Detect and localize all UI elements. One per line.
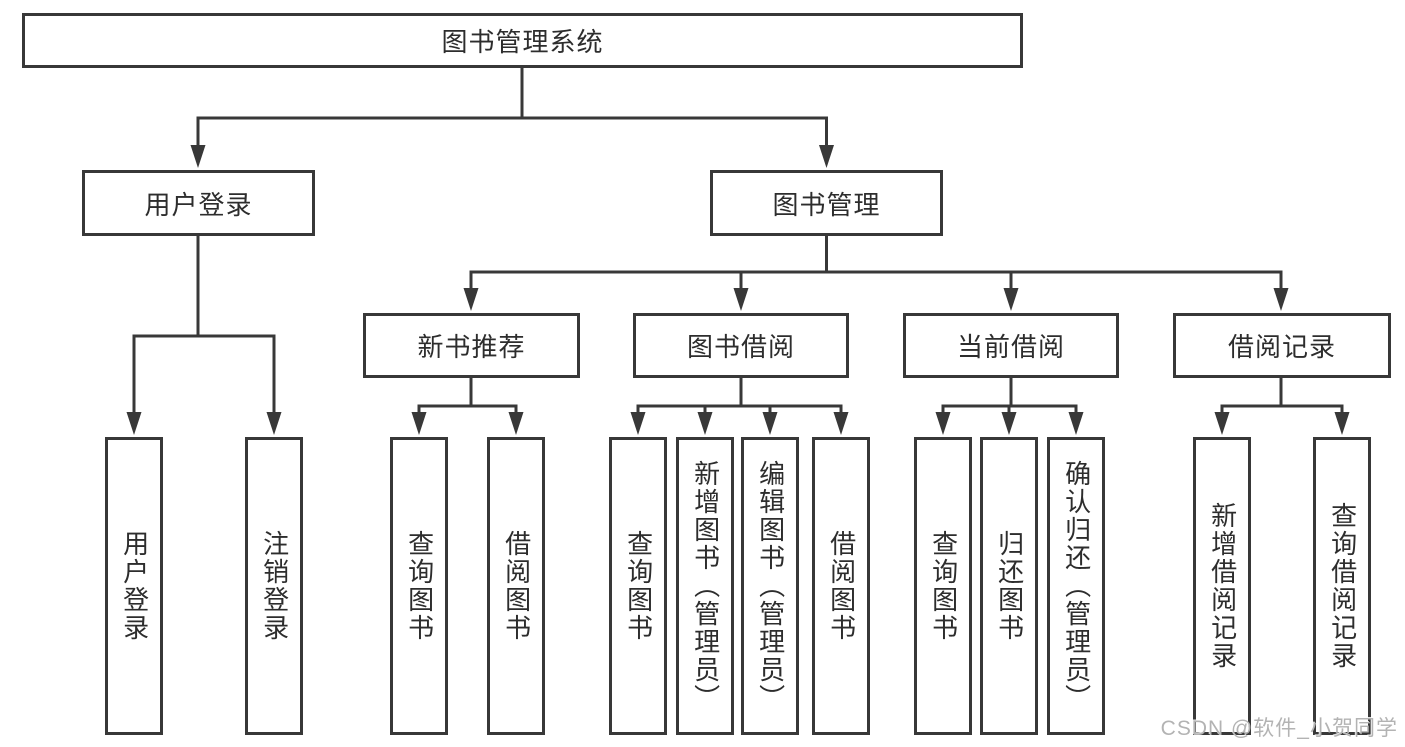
- node-records-query-record: 查询借阅记录: [1313, 437, 1371, 735]
- node-borrow-query-books: 查询图书: [609, 437, 667, 735]
- node-current-confirm-return-admin: 确认归还（管理员）: [1047, 437, 1105, 735]
- node-recommend-borrow-books: 借阅图书: [487, 437, 545, 735]
- node-label: 借阅图书: [826, 530, 857, 642]
- node-book-borrowing: 图书借阅: [633, 313, 849, 378]
- node-label: 编辑图书（管理员）: [755, 460, 786, 712]
- node-label: 查询图书: [928, 530, 959, 642]
- node-label: 查询借阅记录: [1327, 502, 1358, 670]
- node-library-management-system: 图书管理系统: [22, 13, 1023, 68]
- node-label: 新书推荐: [417, 332, 526, 362]
- node-current-query-books: 查询图书: [914, 437, 972, 735]
- node-new-book-recommend: 新书推荐: [363, 313, 580, 378]
- node-label: 图书借阅: [686, 332, 795, 362]
- node-current-return-books: 归还图书: [980, 437, 1038, 735]
- node-borrow-add-books-admin: 新增图书（管理员）: [676, 437, 734, 735]
- node-label: 借阅图书: [501, 530, 532, 642]
- node-recommend-query-books: 查询图书: [390, 437, 448, 735]
- watermark-text: CSDN @软件_小贺同学: [1160, 717, 1398, 740]
- node-book-management: 图书管理: [710, 170, 943, 236]
- node-borrow-borrow-books: 借阅图书: [812, 437, 870, 735]
- node-label: 图书管理: [772, 189, 881, 220]
- node-user-login-action: 用户登录: [105, 437, 163, 735]
- node-label: 用户登录: [144, 189, 253, 220]
- node-user-login: 用户登录: [82, 170, 315, 236]
- node-label: 确认归还（管理员）: [1061, 460, 1092, 712]
- node-label: 查询图书: [404, 530, 435, 642]
- node-label: 注销登录: [259, 530, 290, 642]
- node-label: 新增借阅记录: [1207, 502, 1238, 670]
- node-logout-action: 注销登录: [245, 437, 303, 735]
- node-label: 新增图书（管理员）: [690, 460, 721, 712]
- node-current-borrowing: 当前借阅: [903, 313, 1119, 378]
- node-borrowing-records: 借阅记录: [1173, 313, 1391, 378]
- node-borrow-edit-books-admin: 编辑图书（管理员）: [741, 437, 799, 735]
- node-label: 图书管理系统: [441, 27, 604, 57]
- node-label: 当前借阅: [956, 332, 1065, 362]
- node-label: 归还图书: [994, 530, 1025, 642]
- node-label: 借阅记录: [1227, 332, 1336, 362]
- node-records-add-record: 新增借阅记录: [1193, 437, 1251, 735]
- arrowhead-icons: [126, 145, 1350, 435]
- node-label: 查询图书: [623, 530, 654, 642]
- connector-shafts: [132, 66, 1344, 418]
- node-label: 用户登录: [119, 530, 150, 642]
